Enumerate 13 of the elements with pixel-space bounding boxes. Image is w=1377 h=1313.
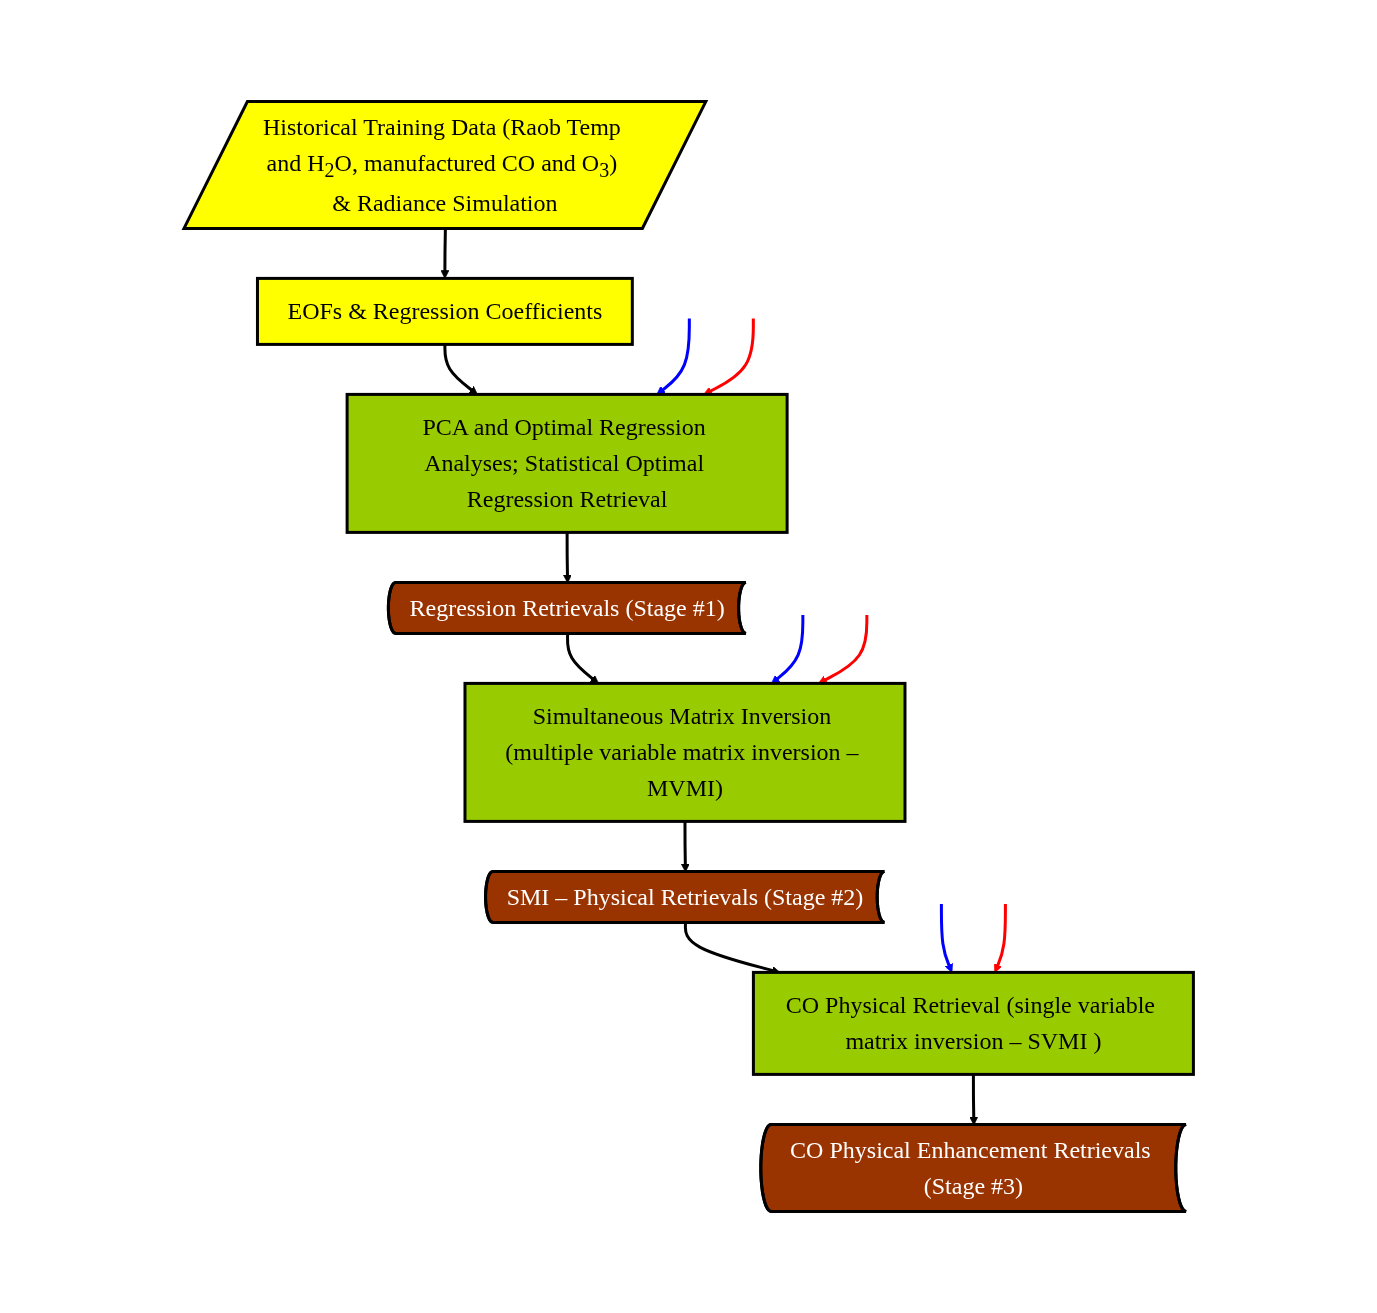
arrow	[656, 318, 691, 395]
node-box: Simultaneous Matrix Inversion (multiple variable matrix inversion – MVMI)	[463, 681, 907, 823]
arrow	[565, 633, 599, 684]
arrow	[993, 903, 1007, 973]
arrow	[440, 228, 450, 279]
arrow	[770, 614, 805, 684]
arrow	[443, 344, 478, 395]
arrow	[817, 614, 869, 684]
node-box: CO Physical Retrieval (single variable matrix inversion – SVMI )	[751, 970, 1195, 1076]
node-box: EOFs & Regression Coefficients	[255, 276, 634, 346]
node-box: PCA and Optimal Regression Analyses; Statistical Optimal Regression Retrieval	[345, 392, 789, 534]
arrow	[703, 318, 755, 395]
arrow	[939, 903, 953, 973]
